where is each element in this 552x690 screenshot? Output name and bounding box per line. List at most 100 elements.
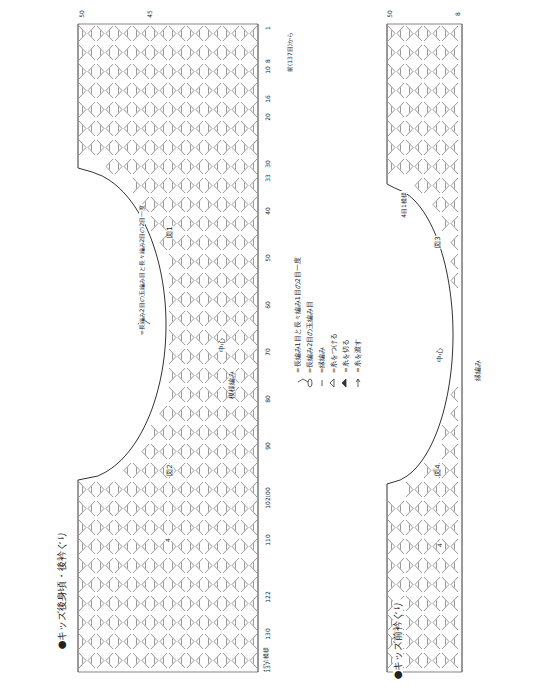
stitch-line <box>445 50 446 56</box>
stitch-line <box>253 639 254 645</box>
stitch-line <box>217 658 218 664</box>
stitch-line <box>82 31 83 37</box>
stitch-line <box>163 506 164 512</box>
stitch-line <box>427 145 428 151</box>
stitch-line <box>154 582 155 588</box>
stitch-line <box>190 468 191 474</box>
stitch-line <box>445 145 446 151</box>
stitch-line <box>253 449 254 455</box>
stitch-line <box>226 240 227 246</box>
stitch-line <box>445 221 446 227</box>
stitch-line <box>190 430 191 436</box>
stitch-line <box>190 392 191 398</box>
stitch-line <box>118 525 119 531</box>
stitch-line <box>418 601 419 607</box>
stitch-line <box>235 183 236 189</box>
stitch-line <box>226 221 227 227</box>
stitch-line <box>172 31 173 37</box>
stitch-line <box>199 88 200 94</box>
stitch-line <box>172 392 173 398</box>
stitch-line <box>100 563 101 569</box>
stitch-line <box>217 107 218 113</box>
stitch-line <box>172 525 173 531</box>
stitch-line <box>181 164 182 170</box>
stitch-line <box>226 69 227 75</box>
stitch-line <box>391 563 392 569</box>
stitch-line <box>109 582 110 588</box>
stitch-line <box>91 601 92 607</box>
stitch-line <box>226 392 227 398</box>
stitch-line <box>244 392 245 398</box>
stitch-line <box>244 31 245 37</box>
stitch-line <box>163 601 164 607</box>
stitch-line <box>409 525 410 531</box>
stitch-line <box>181 487 182 493</box>
stitch-line <box>208 316 209 322</box>
stitch-line <box>400 563 401 569</box>
stitch-line <box>244 639 245 645</box>
stitch-line <box>208 601 209 607</box>
stitch-line <box>235 601 236 607</box>
stitch-line <box>91 145 92 151</box>
stitch-line <box>253 411 254 417</box>
stitch-line <box>109 487 110 493</box>
stitch-line <box>244 430 245 436</box>
stitch-line <box>409 506 410 512</box>
stitch-line <box>91 582 92 588</box>
stitch-line <box>199 126 200 132</box>
stitch-line <box>190 297 191 303</box>
stitch-line <box>427 468 428 474</box>
stitch-line <box>391 88 392 94</box>
stitch-line <box>145 126 146 132</box>
stitch-line <box>235 145 236 151</box>
stitch-line <box>109 164 110 170</box>
stitch-line <box>217 601 218 607</box>
stitch-line <box>208 563 209 569</box>
stitch-line <box>436 525 437 531</box>
stitch-line <box>145 639 146 645</box>
stitch-line <box>181 278 182 284</box>
stitch-line <box>154 221 155 227</box>
stitch-line <box>145 582 146 588</box>
stitch-line <box>190 316 191 322</box>
stitch-line <box>235 411 236 417</box>
stitch-line <box>226 563 227 569</box>
stitch-line <box>235 449 236 455</box>
stitch-line <box>208 449 209 455</box>
stitch-line <box>253 506 254 512</box>
stitch-line <box>127 601 128 607</box>
stitch-line <box>181 639 182 645</box>
stitch-line <box>190 126 191 132</box>
stitch-line <box>199 487 200 493</box>
stitch-line <box>109 544 110 550</box>
stitch-line <box>190 164 191 170</box>
stitch-line <box>172 107 173 113</box>
stitch-line <box>127 164 128 170</box>
stitch-line <box>253 468 254 474</box>
stitch-line <box>190 544 191 550</box>
stitch-line <box>208 468 209 474</box>
stitch-line <box>391 620 392 626</box>
stitch-line <box>217 69 218 75</box>
stitch-line <box>427 601 428 607</box>
stitch-line <box>82 126 83 132</box>
stitch-line <box>418 487 419 493</box>
stitch-line <box>409 69 410 75</box>
stitch-line <box>409 107 410 113</box>
stitch-line <box>172 430 173 436</box>
stitch-line <box>436 164 437 170</box>
stitch-line <box>91 31 92 37</box>
stitch-line <box>190 31 191 37</box>
stitch-line <box>217 430 218 436</box>
stitch-line <box>409 582 410 588</box>
stitch-line <box>436 658 437 664</box>
stitch-line <box>199 31 200 37</box>
stitch-line <box>91 620 92 626</box>
stitch-line <box>244 316 245 322</box>
stitch-line <box>235 240 236 246</box>
stitch-line <box>190 506 191 512</box>
stitch-line <box>253 278 254 284</box>
stitch-line <box>208 202 209 208</box>
stitch-line <box>136 582 137 588</box>
stitch-line <box>91 658 92 664</box>
